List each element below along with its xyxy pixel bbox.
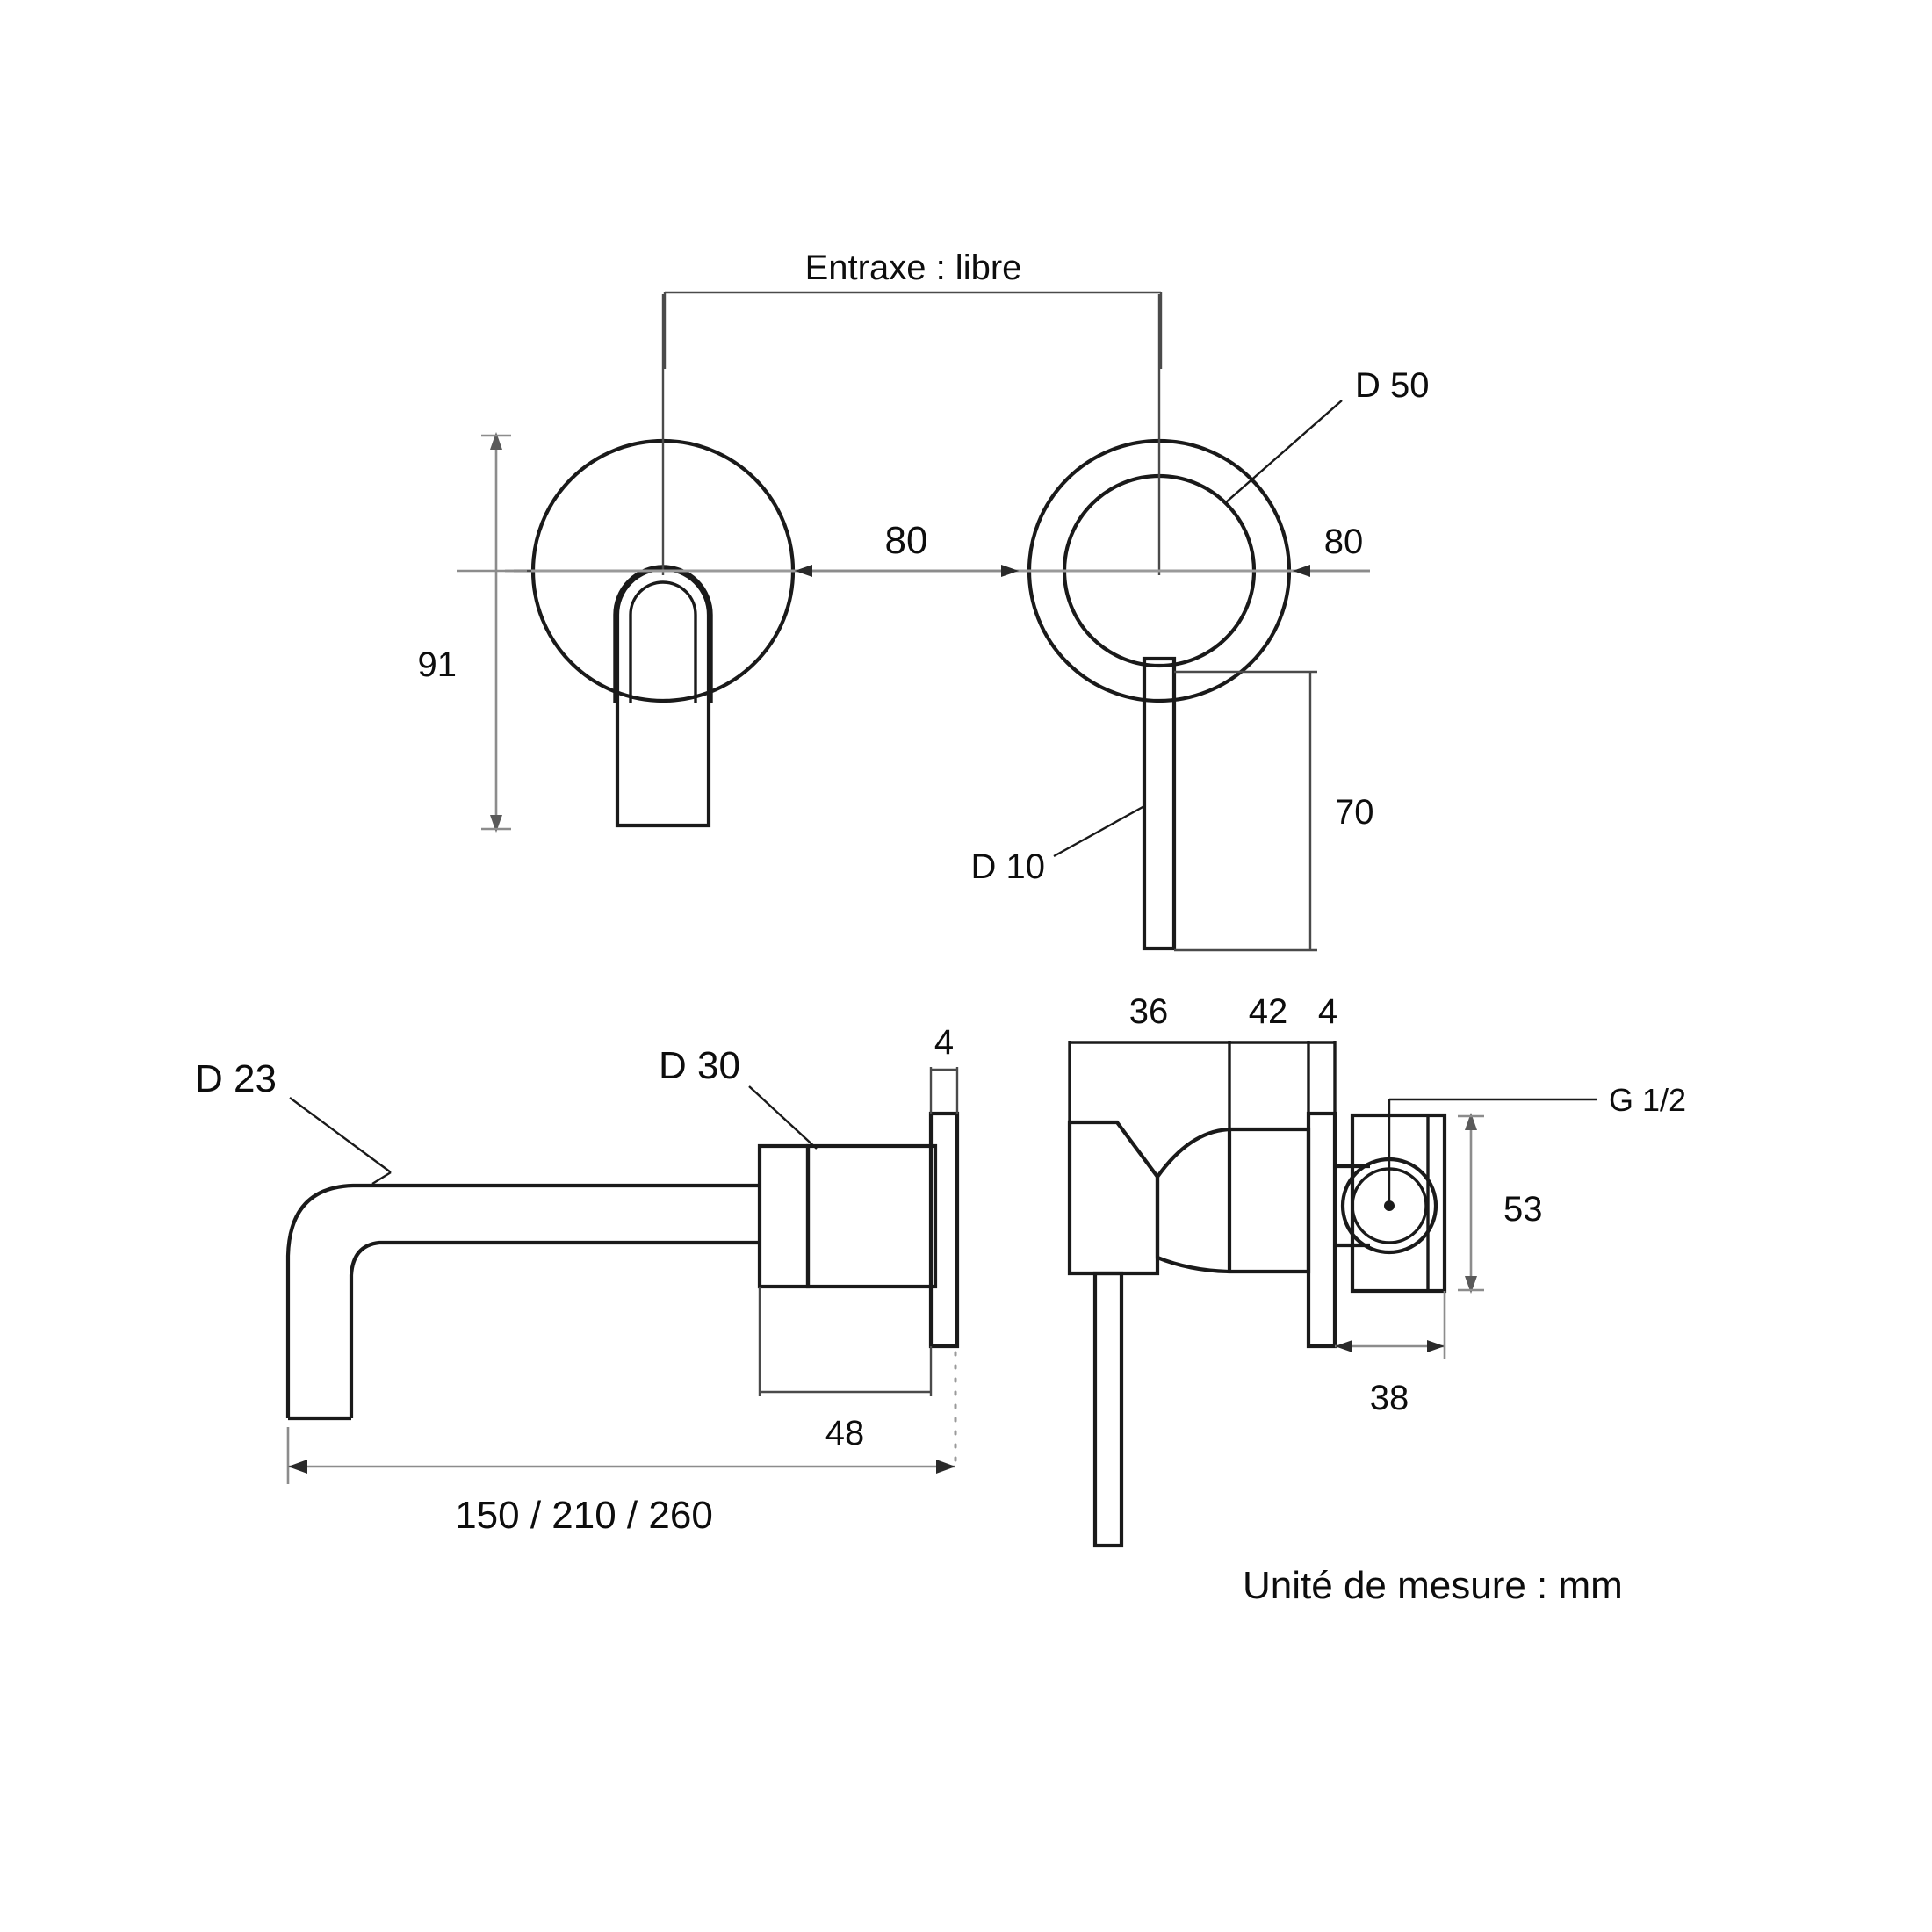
dim-38-arrow-left <box>1335 1340 1352 1352</box>
leader-d30-line <box>748 1085 818 1150</box>
label-g-half: G 1/2 <box>1609 1082 1686 1118</box>
dim-48-label: 48 <box>825 1414 865 1453</box>
dim-80-center-arrow-left <box>795 565 812 577</box>
dim-80-right-label: 80 <box>1324 523 1364 561</box>
spout-shank-block <box>805 1143 938 1289</box>
dim-91-label: 91 <box>418 645 458 684</box>
mixer-wall-flange <box>1306 1111 1337 1349</box>
label-d30: D 30 <box>659 1044 740 1087</box>
dimension-entraxe: Entraxe : libre <box>663 249 1163 369</box>
dimension-80-right: 80 <box>1293 523 1370 577</box>
dimension-48: 48 <box>758 1287 933 1453</box>
dim-80-center-label: 80 <box>885 519 928 562</box>
dim-70-label: 70 <box>1335 793 1374 832</box>
leader-d50-line <box>1225 400 1343 503</box>
label-entraxe: Entraxe : libre <box>805 249 1022 287</box>
dim-36-label: 36 <box>1129 992 1169 1031</box>
dim-80-right-arrow <box>1293 565 1310 577</box>
leader-d10: D 10 <box>971 804 1145 886</box>
dimension-80-center: 80 <box>795 519 1019 577</box>
dim-projection-arrow-left <box>288 1460 307 1474</box>
dim-91-arrow-bottom <box>490 815 502 833</box>
handle-lever-stem <box>1142 656 1177 951</box>
leader-g-half: G 1/2 <box>1388 1082 1686 1206</box>
dimension-4-flange: 4 <box>929 1023 959 1114</box>
spout-collar-block <box>757 1143 811 1289</box>
leader-d23-tip <box>371 1171 392 1186</box>
dimension-53: 53 <box>1458 1113 1543 1294</box>
dimension-36-42-4: 36 42 4 <box>1068 992 1337 1129</box>
mixer-connector-plate <box>1426 1114 1446 1293</box>
view-top-left-spout-front: 91 <box>418 294 1019 833</box>
dimension-projection: 150 / 210 / 260 <box>286 1427 955 1537</box>
view-bottom-left-spout-side: D 23 D 30 4 48 150 / 210 <box>195 1023 960 1537</box>
leader-d10-line <box>1053 804 1145 858</box>
label-d23: D 23 <box>195 1057 277 1100</box>
mixer-connector-block <box>1350 1113 1447 1294</box>
mixer-body-barrel <box>1155 1127 1311 1274</box>
dimension-91: 91 <box>418 432 527 833</box>
dimension-70: 70 <box>1174 670 1374 952</box>
dim-53-arrow-top <box>1465 1113 1477 1130</box>
dimension-38: 38 <box>1335 1291 1446 1417</box>
spout-collar-inner-arc <box>629 580 697 703</box>
mixer-handle-cap <box>1067 1120 1160 1276</box>
dim-projection-arrow-right <box>936 1460 955 1474</box>
leader-d30: D 30 <box>659 1044 818 1150</box>
dim-42-label: 42 <box>1249 992 1288 1031</box>
leader-d50: D 50 <box>1225 366 1430 503</box>
spout-body-front <box>615 566 711 828</box>
view-top-right-handle-front: D 50 D 10 <box>971 294 1430 951</box>
leader-d23: D 23 <box>195 1057 392 1186</box>
spout-wall-flange <box>928 1111 960 1349</box>
dim-53-arrow-bottom <box>1465 1276 1477 1294</box>
dim-91-arrow-top <box>490 432 502 450</box>
dim-4-flange-label: 4 <box>934 1023 954 1062</box>
label-d50: D 50 <box>1355 366 1430 405</box>
label-d10: D 10 <box>971 847 1046 886</box>
dim-projection-label: 150 / 210 / 260 <box>455 1494 713 1537</box>
unit-of-measure-note: Unité de mesure : mm <box>1243 1564 1623 1607</box>
leader-d23-line <box>289 1097 392 1173</box>
dim-38-arrow-right <box>1427 1340 1445 1352</box>
dim-80-center-arrow-right <box>1001 565 1019 577</box>
dim-38-label: 38 <box>1370 1379 1409 1417</box>
spout-inner-profile <box>349 1240 760 1418</box>
view-bottom-right-body-side: G 1/2 36 42 4 53 38 <box>1067 992 1686 1548</box>
dim-53-label: 53 <box>1503 1190 1543 1229</box>
mixer-lever-rod <box>1092 1271 1124 1548</box>
dim-4-body-label: 4 <box>1318 992 1337 1031</box>
spout-outer-profile <box>285 1183 760 1418</box>
